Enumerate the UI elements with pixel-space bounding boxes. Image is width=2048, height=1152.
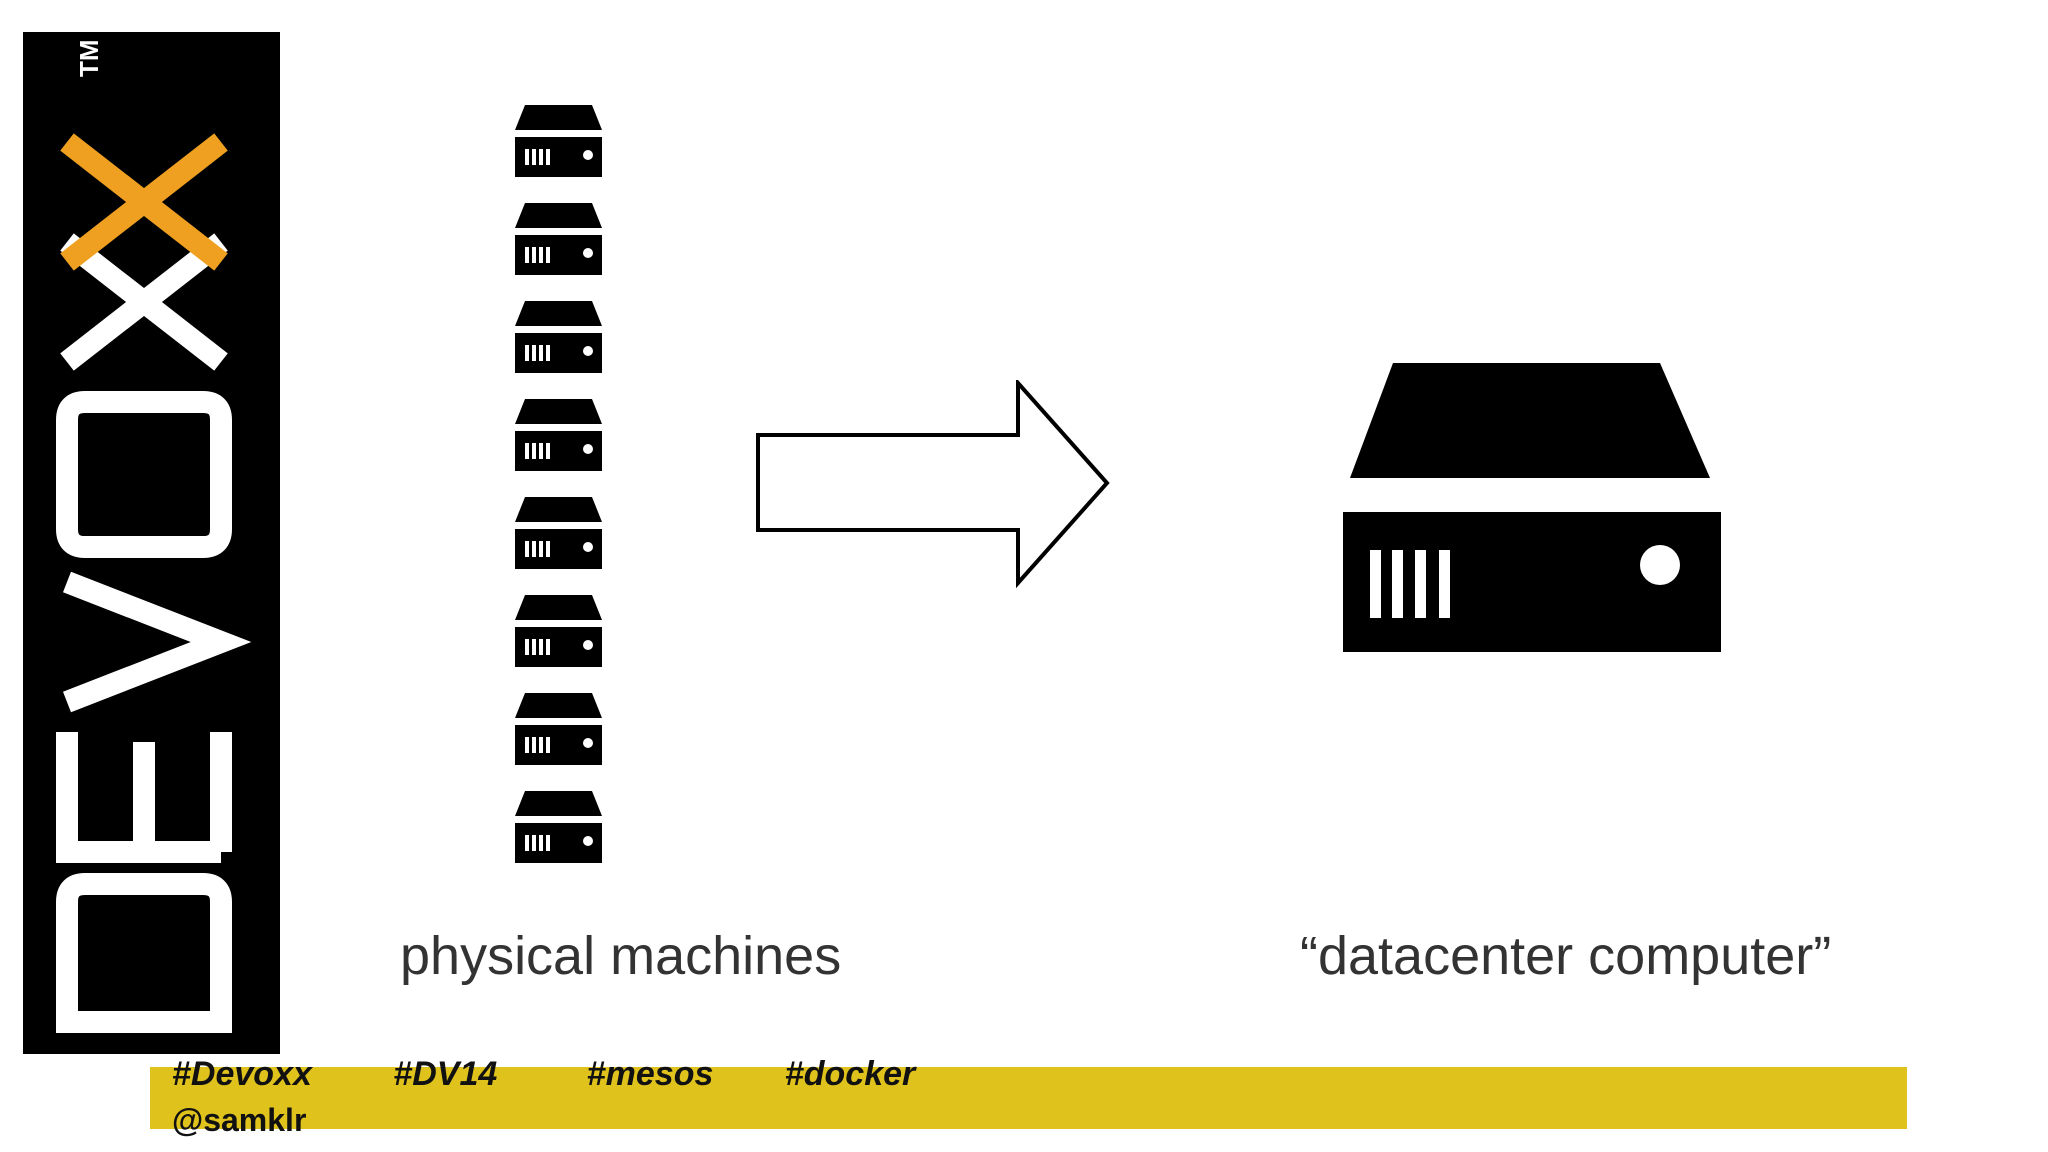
hashtag-dv14: #DV14 (393, 1055, 498, 1093)
small-server-icon (515, 595, 602, 667)
small-server-icon (515, 497, 602, 569)
small-server-icon (515, 693, 602, 765)
datacenter-server-icon (1340, 360, 1725, 660)
hashtag-docker: #docker (784, 1055, 916, 1093)
hashtag-row: #Devoxx #DV14 #mesos #docker (172, 1055, 915, 1094)
right-arrow-icon (755, 377, 1115, 595)
physical-machines-label: physical machines (400, 926, 842, 986)
twitter-handle: @samklr (172, 1102, 307, 1138)
footer-bar (150, 1067, 1907, 1129)
small-server-icon (515, 399, 602, 471)
small-server-icon (515, 203, 602, 275)
physical-machines-column (515, 105, 605, 889)
datacenter-computer-label: “datacenter computer” (1300, 926, 1832, 986)
devoxx-logo-graphic (56, 133, 252, 1033)
small-server-icon (515, 105, 602, 177)
devoxx-logo: TM (23, 32, 280, 1054)
hashtag-devoxx: #Devoxx (172, 1055, 312, 1093)
hashtag-mesos: #mesos (586, 1055, 714, 1093)
trademark-mark: TM (74, 39, 104, 77)
small-server-icon (515, 301, 602, 373)
small-server-icon (515, 791, 602, 863)
